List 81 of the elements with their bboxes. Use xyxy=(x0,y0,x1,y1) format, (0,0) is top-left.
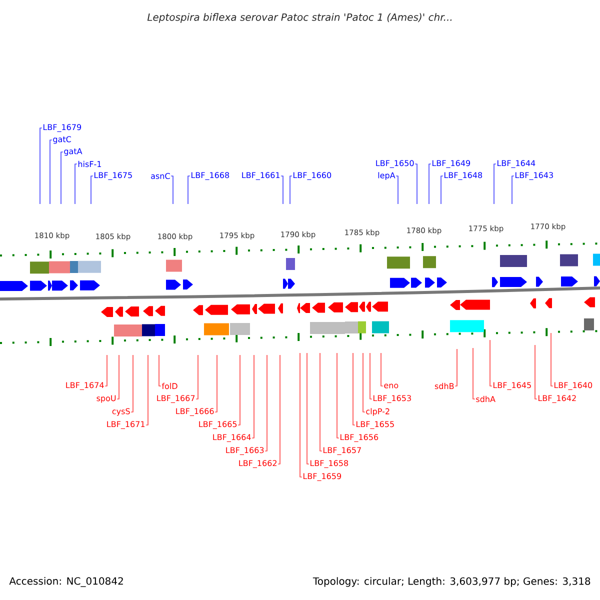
title: Leptospira biflexa serovar Patoc strain 'Patoc 1 (Ames)' chr... xyxy=(147,13,452,23)
leader-line xyxy=(158,354,162,386)
leader-line xyxy=(380,352,384,386)
leader-line xyxy=(278,354,280,464)
leader-line xyxy=(290,176,292,204)
gene-label: LBF_1640 xyxy=(554,382,592,390)
leader-line xyxy=(494,164,496,204)
genome-info-text: Topology: circular; Length: 3,603,977 bp; Genes: 3,318 xyxy=(312,577,590,587)
leader-line xyxy=(252,354,254,438)
gene-label: LBF_1648 xyxy=(444,172,482,180)
gene-label: clpP-2 xyxy=(366,408,390,416)
gene-label: LBF_1658 xyxy=(310,460,348,468)
gene-label: sdhB xyxy=(434,382,454,390)
gene-label: gatA xyxy=(64,148,82,156)
leader-line xyxy=(196,354,198,400)
gene-label: sdhA xyxy=(476,396,496,402)
leader-line xyxy=(336,352,340,438)
leader-line xyxy=(60,152,64,204)
gene-label: asnC xyxy=(151,172,170,180)
gene-label: LBF_1659 xyxy=(303,473,342,481)
leader-line xyxy=(214,354,218,412)
leader-line xyxy=(306,352,310,464)
gene-label: LBF_1643 xyxy=(516,172,553,180)
gene-label: LBF_1653 xyxy=(374,395,411,403)
accession-text: Accession: NC_010842 xyxy=(9,577,123,587)
gene-label: LBF_1679 xyxy=(43,124,82,132)
gene-label: LBF_1649 xyxy=(432,160,470,168)
leader-line xyxy=(370,352,372,400)
leader-line xyxy=(550,332,554,386)
leader-line xyxy=(352,352,356,426)
gene-label: LBF_1675 xyxy=(94,172,132,180)
leader-line xyxy=(146,354,148,426)
gene-label: LBF_1644 xyxy=(498,160,536,168)
gene-label: LBF_1656 xyxy=(340,434,378,442)
leader-line xyxy=(170,176,174,204)
gene-label: LBF_1663 xyxy=(226,447,264,455)
leader-line xyxy=(50,140,52,204)
gene-label: LBF_1665 xyxy=(199,421,237,429)
leader-line xyxy=(440,176,444,204)
gene-label: spoU xyxy=(96,395,116,403)
gene-label: LBF_1674 xyxy=(66,382,104,390)
leader-line xyxy=(320,352,322,452)
leader-line xyxy=(264,354,268,452)
gene-label: gatC xyxy=(53,136,71,144)
leader-line xyxy=(238,354,240,426)
leader-line xyxy=(414,164,418,204)
leader-line xyxy=(300,352,302,478)
leader-line xyxy=(534,344,538,400)
gene-label: LBF_1667 xyxy=(157,395,195,403)
leader-line xyxy=(40,128,42,204)
leader-line xyxy=(130,354,134,412)
leader-line xyxy=(362,352,366,412)
gene-label: LBF_1657 xyxy=(324,447,361,455)
gene-label: LBF_1668 xyxy=(191,172,230,180)
gene-label: eno xyxy=(384,384,398,388)
gene-label: hisF-1 xyxy=(78,160,101,168)
leader-line xyxy=(280,176,284,204)
gene-label: LBF_1645 xyxy=(494,382,531,390)
gene-label: LBF_1666 xyxy=(176,408,214,416)
leader-line xyxy=(74,164,78,204)
leader-line xyxy=(188,176,190,204)
leader-line xyxy=(396,176,398,204)
gene-label: LBF_1660 xyxy=(293,172,332,180)
leader-line xyxy=(512,176,514,204)
leader-line xyxy=(90,176,94,204)
leader-line xyxy=(116,354,120,400)
gene-label: folD xyxy=(162,382,178,390)
gene-label: LBF_1671 xyxy=(107,421,145,429)
gene-label: LBF_1664 xyxy=(213,434,251,442)
leader-line xyxy=(490,340,492,386)
gene-label: LBF_1661 xyxy=(242,172,280,180)
gene-label: LBF_1655 xyxy=(356,421,394,429)
leader-line xyxy=(104,354,108,386)
leader-line xyxy=(428,164,432,204)
gene-label: LBF_1650 xyxy=(376,160,414,168)
gene-label: cysS xyxy=(112,408,130,416)
leader-line xyxy=(472,348,476,400)
gene-label: lepA xyxy=(378,172,396,180)
gene-label: LBF_1642 xyxy=(538,395,576,403)
leader-line xyxy=(454,348,458,386)
gene-label: LBF_1662 xyxy=(239,460,276,468)
